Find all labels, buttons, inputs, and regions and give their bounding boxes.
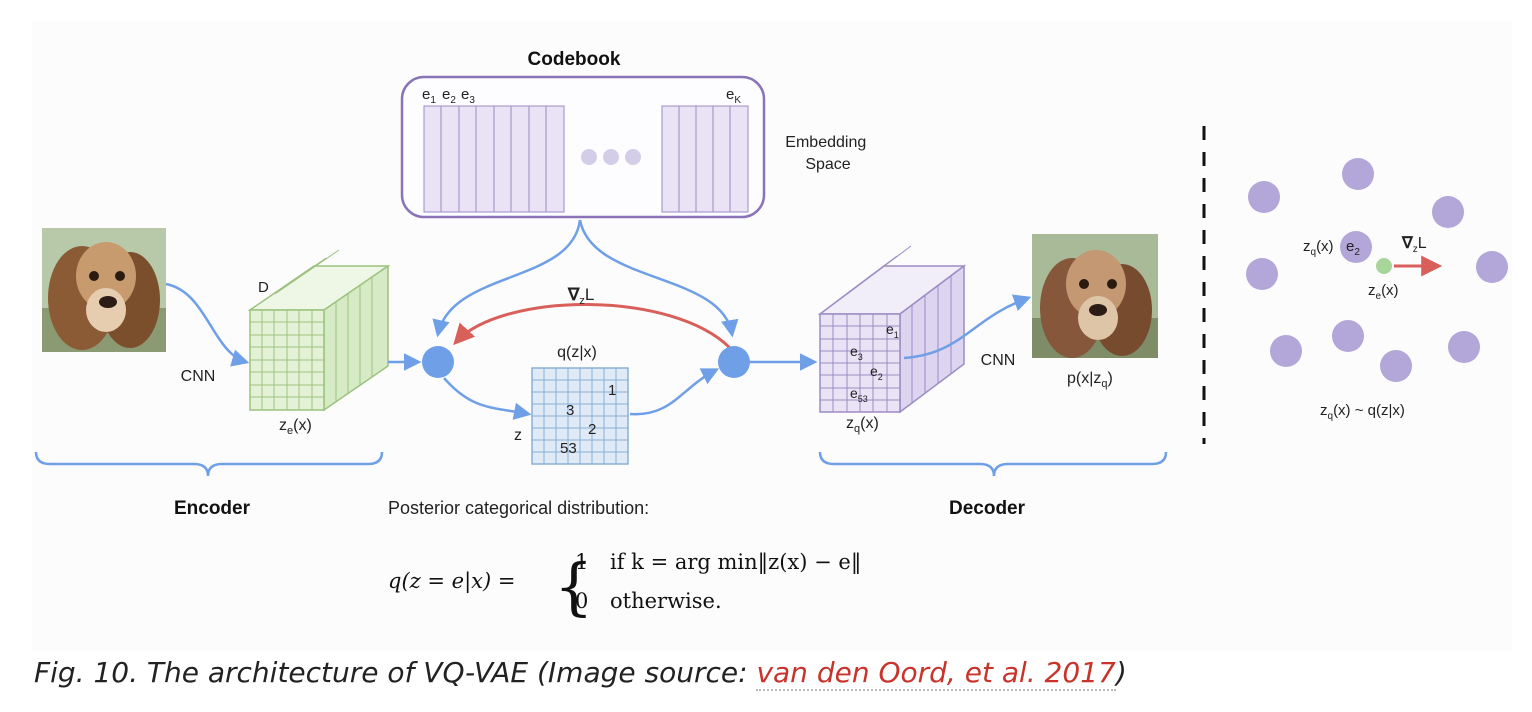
- right-bottom-label: zq(x) ~ q(z|x): [1320, 402, 1405, 422]
- qzx-cell-1: 1: [608, 382, 616, 399]
- right-ze-label: ze(x): [1368, 282, 1399, 302]
- caption-prefix: Fig. 10. The architecture of VQ-VAE (Ima…: [34, 656, 757, 689]
- embedding-dots: [1246, 158, 1508, 382]
- decoder-section-label: Decoder: [949, 498, 1026, 519]
- node-to-grid-arrow: [443, 377, 532, 420]
- p-label: p(x|zq): [1067, 370, 1113, 390]
- embedding-space-label: Embedding Space: [785, 134, 870, 173]
- codebook-label-e2: e2: [442, 86, 456, 106]
- right-zq-label: zq(x): [1303, 238, 1334, 258]
- left-merge-node: [422, 346, 454, 378]
- encoder-section-label: Encoder: [174, 498, 251, 519]
- formula-case1-condition: if k = arg min‖z(x) − e‖: [610, 550, 861, 575]
- caption-suffix: ): [1115, 656, 1127, 689]
- codebook-label-ek: eK: [726, 86, 741, 106]
- encoder-brace: [34, 451, 384, 477]
- decoder-e2: e2: [870, 363, 883, 382]
- qzx-cell-53: 53: [560, 440, 577, 457]
- qzx-grid: [531, 367, 629, 465]
- right-merge-node: [718, 346, 750, 378]
- zq-label: zq(x): [846, 415, 879, 435]
- ellipsis-dots: [581, 149, 641, 165]
- codebook-label-e3: e3: [461, 86, 475, 106]
- codebook-label-e1: e1: [422, 86, 436, 106]
- gradient-arrow: [453, 303, 732, 350]
- output-dog-image: [1032, 234, 1158, 358]
- input-dog-image: [42, 228, 166, 352]
- grid-to-node-arrow: [629, 368, 720, 416]
- figure-panel: Codebook e1 e2 e3 eK Embedding Space: [32, 22, 1512, 650]
- qzx-z-label: z: [514, 427, 522, 444]
- right-grad-label: ∇zL: [1401, 235, 1427, 255]
- caption-source-link[interactable]: van den Oord, et al. 2017: [756, 656, 1116, 691]
- codebook-to-right-node-arrow: [578, 219, 739, 338]
- qzx-cell-2: 2: [588, 421, 596, 438]
- codebook-to-left-node-arrow: [432, 219, 582, 338]
- formula-case2-condition: otherwise.: [610, 589, 722, 613]
- qzx-grid-title: q(z|x): [557, 344, 597, 361]
- right-e2-label: e2: [1346, 238, 1360, 258]
- decoder-e3: e3: [850, 343, 863, 362]
- codebook-title: Codebook: [528, 49, 621, 70]
- image-to-encoder-arrow: [165, 282, 250, 367]
- decoder-to-image-arrow: [903, 294, 1032, 360]
- encoder-d-label: D: [258, 279, 269, 296]
- decoder-brace: [818, 451, 1168, 477]
- figure-caption: Fig. 10. The architecture of VQ-VAE (Ima…: [34, 656, 1127, 691]
- formula-lhs: q(z = e|x) =: [388, 569, 515, 594]
- decoder-cnn-label: CNN: [981, 352, 1016, 369]
- codebook-vectors-left: [423, 105, 565, 213]
- posterior-formula: q(z = e|x) = { 1 if k = arg min‖z(x) − e…: [388, 550, 861, 623]
- decoder-e53: e53: [850, 385, 868, 404]
- ze-point: [1376, 258, 1392, 274]
- decoder-input-cube: [817, 245, 967, 414]
- formula-case1-value: 1: [575, 550, 588, 574]
- formula-brace: {: [554, 550, 593, 623]
- qzx-cell-3: 3: [566, 402, 574, 419]
- vq-vae-diagram: Codebook e1 e2 e3 eK Embedding Space: [34, 49, 1508, 623]
- formula-case2-value: 0: [575, 589, 588, 613]
- ze-label: ze(x): [279, 417, 312, 437]
- gradient-label: ∇zL: [567, 285, 594, 307]
- encoder-cnn-label: CNN: [181, 368, 216, 385]
- codebook-vectors-right: [661, 105, 749, 213]
- posterior-label: Posterior categorical distribution:: [388, 498, 649, 518]
- decoder-e1: e1: [886, 321, 899, 340]
- encoder-output-cube: [247, 249, 391, 412]
